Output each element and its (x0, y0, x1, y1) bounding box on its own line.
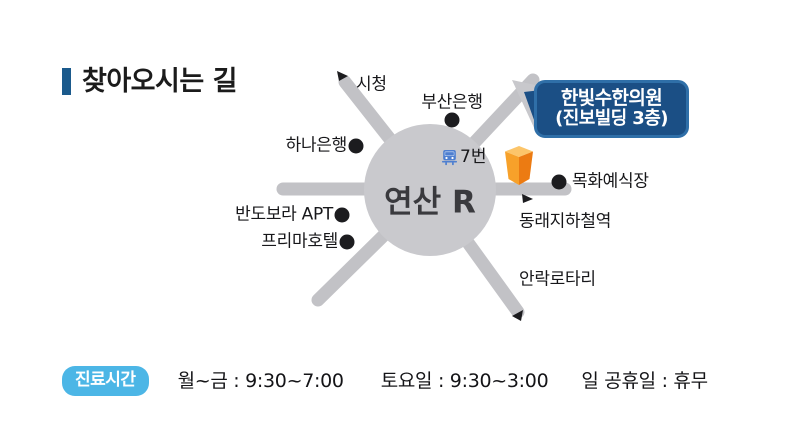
arrow-southeast (512, 310, 523, 321)
dot-mokhwa-hall (551, 174, 567, 190)
hub-circle (364, 124, 496, 256)
subway-exit-label: 7번 (460, 147, 487, 167)
clinic-callout-badge[interactable]: 한빛수한의원 (진보빌딩 3층) (534, 80, 689, 138)
page-header: 찾아오시는 길 (62, 68, 237, 95)
dot-bandobora-apt (334, 207, 350, 223)
landmark-dots (334, 112, 567, 250)
subway-exit-marker: 7번 (440, 148, 486, 167)
dot-busan-bank (444, 112, 460, 128)
hours-weekday: 월~금 : 9:30~7:00 (177, 369, 344, 392)
landmark-label-bandobora-apt: 반도보라 APT (235, 204, 333, 225)
page-title: 찾아오시는 길 (82, 66, 237, 97)
hours-holiday: 일 공휴일 : 휴무 (581, 369, 708, 392)
hours-saturday: 토요일 : 9:30~3:00 (380, 369, 549, 392)
clinic-building-floor: (진보빌딩 3층) (555, 108, 668, 130)
arrow-east (522, 194, 533, 203)
cube-icon (505, 146, 533, 185)
road-arrowheads (337, 71, 533, 321)
landmark-label-city-hall: 시청 (356, 74, 387, 95)
landmark-label-hana-bank: 하나은행 (285, 135, 348, 156)
landmark-label-dongnae-station: 동래지하철역 (519, 211, 612, 232)
dot-prima-hotel (339, 234, 355, 250)
hub-label: 연산 R (384, 184, 476, 221)
directions-map: 연산 R 시청 부산은행 하나은행 반도보라 APT 프리마호텔 목화예식장 동… (235, 71, 689, 321)
landmark-label-anrak-rotary: 안락로타리 (519, 269, 596, 290)
office-hours-bar: 진료시간 월~금 : 9:30~7:00 토요일 : 9:30~3:00 일 공… (62, 366, 708, 396)
landmark-label-busan-bank: 부산은행 (421, 92, 483, 113)
arrow-northwest (337, 71, 348, 81)
dot-hana-bank (348, 138, 364, 154)
clinic-name: 한빛수한의원 (560, 87, 663, 110)
office-hours-badge: 진료시간 (62, 366, 149, 396)
subway-icon (441, 149, 458, 166)
landmark-label-mokhwa-hall: 목화예식장 (572, 171, 649, 192)
landmark-label-prima-hotel: 프리마호텔 (261, 231, 338, 252)
title-accent-bar (62, 68, 71, 95)
map-graphics (276, 71, 572, 321)
